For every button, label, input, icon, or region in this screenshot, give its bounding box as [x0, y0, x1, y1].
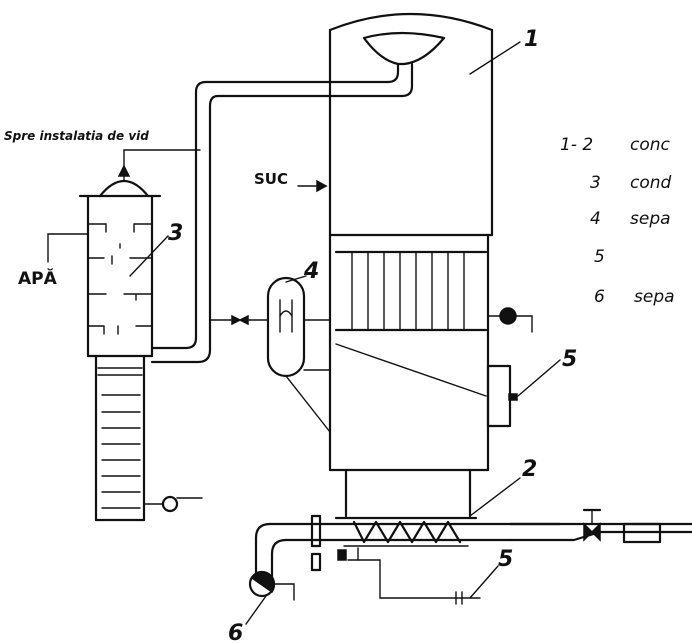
leader-6 [245, 595, 267, 625]
juice-label: SUC [254, 170, 288, 188]
entrainment-bowl [362, 31, 446, 66]
leader-5a [517, 359, 561, 397]
legend-text: sepa [634, 287, 675, 307]
juice-inlet-arrow [297, 179, 328, 193]
label-2: 2 [522, 457, 537, 482]
leader-4 [285, 275, 307, 283]
vapour-pipe [150, 62, 400, 350]
label-3: 3 [168, 221, 183, 246]
legend-num: 3 [590, 173, 601, 193]
legend-num: 5 [594, 247, 605, 267]
legend: 1- 2 conc 3 cond 4 sepa 5 6 sepa [560, 135, 675, 307]
legend-num: 1- 2 [560, 135, 593, 155]
barometric-condenser [78, 180, 203, 522]
vacuum-label: Spre instalatia de vid [4, 129, 149, 143]
condensate-trap-right [487, 307, 533, 333]
label-5b: 5 [498, 547, 513, 572]
legend-text: sepa [630, 209, 671, 229]
leader-3 [129, 235, 169, 277]
leader-5b [469, 565, 499, 599]
leader-1 [469, 41, 521, 75]
label-5a: 5 [562, 347, 577, 372]
legend-text: conc [630, 135, 671, 155]
legend-num: 4 [590, 209, 601, 229]
separator-4 [209, 276, 331, 433]
pump-6 [248, 570, 295, 601]
label-1: 1 [524, 27, 539, 52]
water-label: APĂ [18, 267, 58, 289]
vacuum-line [123, 149, 201, 181]
legend-text: cond [630, 173, 672, 193]
legend-num: 6 [594, 287, 605, 307]
label-4: 4 [303, 259, 319, 284]
label-6: 6 [228, 621, 243, 643]
leader-2 [469, 477, 521, 517]
bottom-heater [254, 508, 692, 605]
evaporator-body [328, 12, 518, 520]
water-inlet-line [47, 233, 89, 263]
